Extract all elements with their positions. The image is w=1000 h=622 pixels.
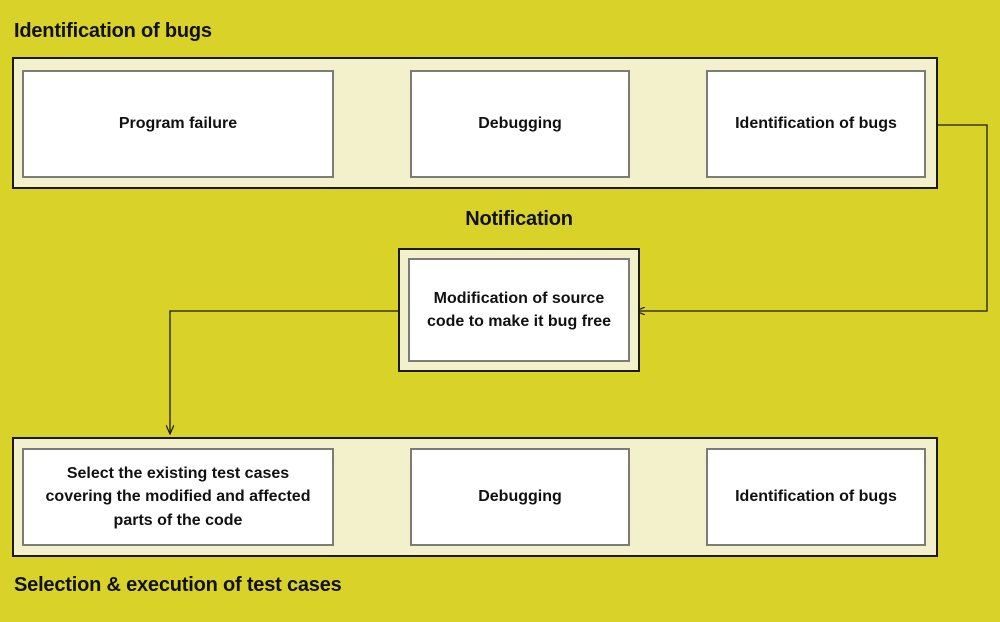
section-title-identification-of-bugs: Identification of bugs [14,20,212,42]
node-program-failure[interactable]: Program failure [22,70,334,178]
section-title-selection-execution-of-test-cases: Selection & execution of test cases [14,574,342,596]
node-identification-of-bugs-bottom[interactable]: Identification of bugs [706,448,926,546]
arrow-modification-to-select-tests [170,310,398,434]
node-debugging-top[interactable]: Debugging [410,70,630,178]
section-title-notification: Notification [465,208,573,230]
node-select-existing-test-cases[interactable]: Select the existing test cases covering … [22,448,334,546]
node-modification-of-source-code[interactable]: Modification of source code to make it b… [408,258,630,362]
node-debugging-bottom[interactable]: Debugging [410,448,630,546]
node-identification-of-bugs-top[interactable]: Identification of bugs [706,70,926,178]
